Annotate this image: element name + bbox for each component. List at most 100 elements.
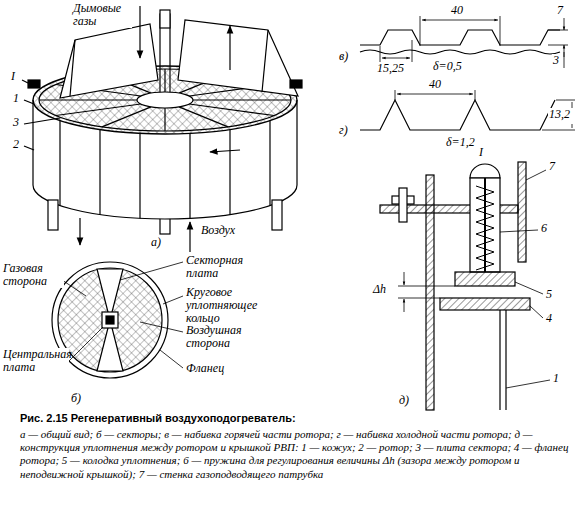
part-label: 13,2 [548,108,571,121]
spring-cap [470,164,500,178]
leader-line [398,298,440,299]
rotor-sector-line [39,99,137,100]
callout-number: 4 [545,312,553,325]
callout-number: I [478,146,484,159]
sector-plan-view [106,316,114,324]
part-label: Дымовые газы [72,2,132,28]
leader-line [404,299,405,312]
callout-number: в) [338,50,349,63]
shell-strap [269,121,270,206]
dimension-line [500,16,501,46]
dimension-line [475,90,476,100]
rotor-sector-line [179,107,228,127]
preheater-general-view [137,92,193,108]
leader-line [24,100,34,104]
callout-number: 1 [12,92,20,105]
dimension-line [397,94,473,95]
seal-detail-mark [290,80,302,88]
bolt [399,188,407,222]
dimension-line [382,58,410,59]
leader-line [398,286,455,287]
sector-plan-view [52,262,183,378]
leader-line [24,146,34,150]
callout-number: 7 [556,4,564,17]
leader-line [140,322,183,332]
shell-strap [189,133,190,218]
rotor-sector-line [193,99,291,100]
preheater-general-view [262,30,268,92]
figure-caption: а — общий вид; б — секторы; в — набивка … [20,428,570,481]
dimension-line [422,20,498,21]
sector-plan-view [102,312,118,328]
seal-detail [505,310,506,410]
callout-number: б) [70,392,82,405]
dimension-line [564,52,565,68]
preheater-general-view [22,6,302,252]
part-label: δ=0,5 [432,60,463,73]
cold-packing-profile [360,100,555,130]
preheater-general-view [70,40,75,96]
dimension-line [572,124,573,128]
cold-packing-profile [360,90,575,130]
support-leg [48,200,58,230]
dimension-line [556,100,575,101]
leader-line [515,282,543,294]
shell-strap [60,121,270,219]
rotor-sector-line [164,108,165,131]
hot-packing-profile [360,30,560,45]
leader-line [530,306,543,318]
gas-flow-arrow [79,218,80,245]
sector-plan-view [58,268,162,372]
part-label: Центральная плата [2,348,69,374]
leader-line [506,380,550,388]
leader-line [120,262,183,280]
callout-number: г) [338,124,349,137]
leader-line [398,170,550,388]
gas-flow-arrow [139,6,140,58]
part-label: Газовая сторона [2,262,64,288]
air-flow-arrow [189,222,190,252]
dimension-line [420,16,421,46]
rotor-flange [440,298,530,310]
dimension-line [395,90,396,100]
dimension-line [380,46,381,62]
dimension-line [548,30,568,31]
callout-number: Δh [372,283,387,296]
spring-housing [470,178,500,272]
callout-number: а) [150,236,162,249]
callout-number: 2 [12,138,20,151]
callout-number: 1 [552,372,560,385]
shell-strap [99,130,100,215]
part-label: δ=1,2 [445,136,476,149]
rotation-arrow [210,150,240,152]
leader-line [62,280,86,296]
leader-line [404,272,405,285]
callout-number: д) [398,394,410,407]
air-outlet-hood [178,20,298,96]
dimension-line [572,102,573,108]
dimension-line [542,130,575,131]
rotor-sector-line [102,107,151,127]
hot-packing-profile [360,50,560,54]
gas-inlet-hood [60,24,158,98]
seal-detail [380,162,550,410]
shell-strap [59,121,60,206]
leader-line [24,118,60,124]
rotor-sector-line [56,104,141,116]
support-leg [272,200,282,230]
rotor-sector-line [164,69,165,92]
leader-line [68,327,103,362]
leader-line [62,262,183,368]
seal-detail-mark [28,80,40,88]
hot-packing-profile [360,16,568,68]
callout-number: 40 [450,4,464,17]
shell-strap [229,130,230,215]
spring-coil [476,186,494,270]
callout-number: I [10,70,16,83]
preheater-general-view [160,10,170,28]
shell-strap [139,133,140,218]
part-label: Воздушная сторона [185,324,263,350]
leader-line [22,80,28,83]
figure-title: Рис. 2.15 Регенеративный воздухоподогрев… [20,412,296,424]
